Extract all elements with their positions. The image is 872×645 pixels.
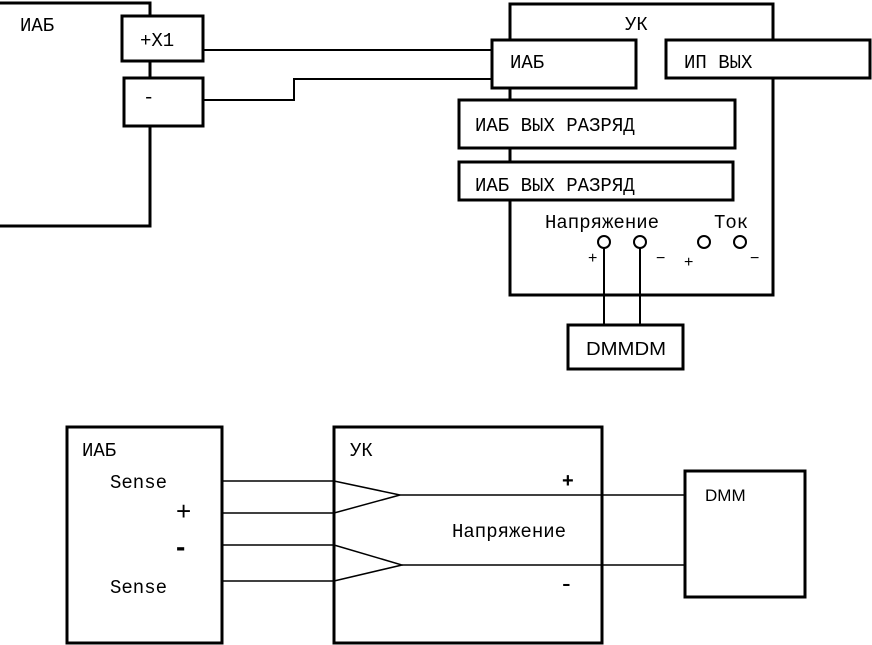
top-current-plus-sign: + xyxy=(684,254,693,271)
top-minus-terminal-box xyxy=(122,76,205,128)
bottom-sense-bottom: Sense xyxy=(110,577,167,599)
top-voltage-plus-terminal xyxy=(597,235,611,249)
top-voltage-plus-sign: + xyxy=(588,250,597,267)
top-plus-terminal-label: +X1 xyxy=(140,30,174,52)
bottom-diagram: ИАБ Sense + - Sense УК + Напряжение - DM… xyxy=(65,425,807,645)
top-current-minus-terminal xyxy=(733,235,747,249)
top-voltage-minus-sign: − xyxy=(656,250,665,267)
bottom-sense-top: Sense xyxy=(110,472,167,494)
top-uk-discharge-label-2: ИАБ ВЫХ РАЗРЯД xyxy=(475,175,635,197)
top-uk-title: УК xyxy=(625,14,648,36)
top-meter-label: DMMDM xyxy=(586,339,666,359)
top-iab-title: ИАБ xyxy=(20,15,54,37)
bottom-iab-block xyxy=(65,425,224,645)
top-voltage-label: Напряжение xyxy=(545,212,659,234)
top-uk-ip-out-label: ИП ВЫХ xyxy=(684,52,753,74)
bottom-meter-label: DMM xyxy=(705,486,746,505)
top-plus-terminal-box xyxy=(120,14,205,63)
top-uk-iab-label: ИАБ xyxy=(510,52,544,74)
top-uk-discharge-label-1: ИАБ ВЫХ РАЗРЯД xyxy=(475,115,635,137)
bottom-iab-title: ИАБ xyxy=(82,440,116,462)
bottom-out-minus-sign: - xyxy=(562,568,571,598)
bottom-meter-block xyxy=(683,469,807,599)
bottom-uk-title: УК xyxy=(350,440,373,462)
bottom-voltage-label: Напряжение xyxy=(452,521,566,543)
bottom-uk-block xyxy=(332,425,604,645)
top-uk-iab-box xyxy=(490,38,638,90)
top-current-label: Ток xyxy=(714,212,748,234)
bottom-plus-label: + xyxy=(176,496,191,526)
top-uk-discharge-box-1 xyxy=(457,98,737,150)
top-diagram: ИАБ +X1 - УК ИАБ ИП ВЫХ ИАБ ВЫХ РАЗРЯД И… xyxy=(0,1,872,371)
top-current-minus-sign: − xyxy=(750,250,759,267)
top-uk-ip-out-box xyxy=(664,38,872,80)
top-meter-block xyxy=(566,323,685,371)
top-minus-terminal-label: - xyxy=(143,87,154,109)
top-minus-wire xyxy=(203,78,492,101)
top-current-plus-terminal xyxy=(697,235,711,249)
bottom-out-plus-sign: + xyxy=(562,470,574,492)
top-uk-discharge-box-2 xyxy=(457,160,735,202)
bottom-minus-label: - xyxy=(176,531,185,562)
top-voltage-minus-terminal xyxy=(633,235,647,249)
